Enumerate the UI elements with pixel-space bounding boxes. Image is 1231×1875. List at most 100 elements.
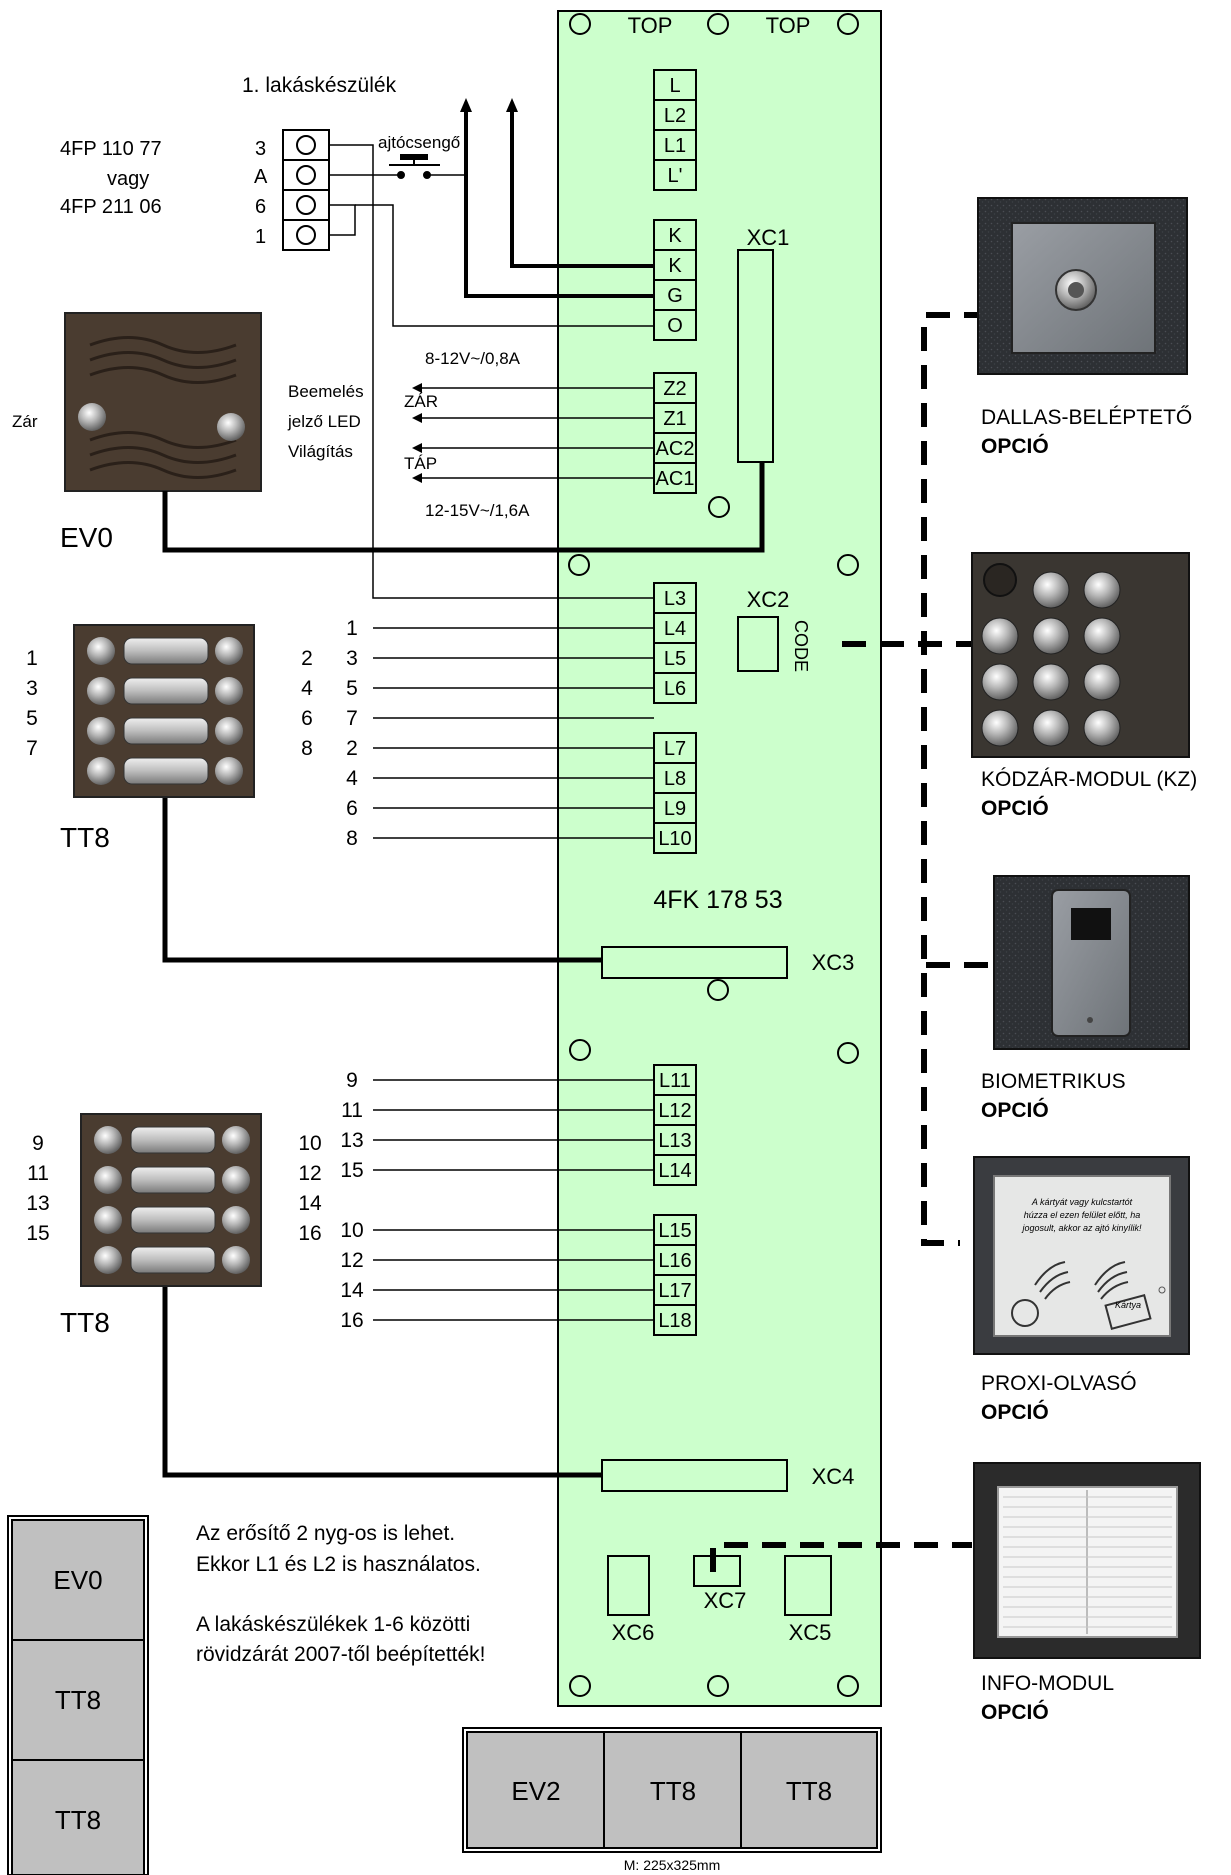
button-number-label: 2: [301, 647, 313, 670]
terminal-label: L16: [658, 1250, 691, 1272]
tt8-lower-panel: TT8: [60, 1113, 602, 1478]
xc7-label: XC7: [704, 1588, 747, 1613]
call-button-icon: [215, 717, 243, 745]
lock-side-label: Zár: [12, 412, 38, 431]
terminal-label: L1: [664, 135, 686, 157]
name-plate: [130, 1206, 216, 1234]
note-line: A lakáskészülékek 1-6 közötti: [196, 1613, 470, 1636]
wire-number-label: 16: [340, 1309, 363, 1332]
option-tag: OPCIÓ: [981, 1700, 1049, 1724]
wire-number-label: 13: [340, 1129, 363, 1152]
name-plate: [130, 1166, 216, 1194]
call-button-icon: [222, 1206, 250, 1234]
terminal-label: L7: [664, 738, 686, 760]
terminal-label: K: [668, 255, 682, 277]
button-number-label: 7: [26, 737, 38, 760]
terminal-cell: [653, 462, 697, 494]
fingerprint-sensor-icon: [1071, 908, 1111, 940]
keypad-key-icon: [1032, 617, 1070, 655]
button-number-label: 14: [298, 1192, 322, 1215]
apartment-pin-label: 1: [255, 226, 266, 248]
proxi-instruction: A kártyát vagy kulcstartót: [1031, 1197, 1133, 1207]
code-label: CODE: [791, 620, 811, 672]
top-label: TOP: [766, 13, 811, 38]
terminal-label: L5: [664, 648, 686, 670]
keypad-key-icon: [981, 617, 1019, 655]
led-icon: [94, 1166, 122, 1194]
ev0-cable: [162, 462, 765, 553]
xc5-label: XC5: [789, 1620, 832, 1645]
name-plate: [130, 1126, 216, 1154]
mounting-hole: [708, 496, 730, 518]
xc4-label: XC4: [812, 1464, 855, 1489]
keypad-key-icon: [1083, 709, 1121, 747]
terminal-label: L: [669, 75, 680, 97]
terminal-label: L': [668, 165, 683, 187]
keypad-key-icon: [1083, 571, 1121, 609]
wire-number-label: 5: [346, 677, 358, 700]
option-name: KÓDZÁR-MODUL (KZ): [981, 768, 1197, 791]
frame-cell-label: TT8: [55, 1685, 101, 1715]
lock-label: ZÁR: [404, 392, 438, 411]
wire-number-label: 12: [340, 1249, 363, 1272]
arrow-up-icon: [460, 98, 518, 112]
apartment-pin-label: A: [254, 166, 268, 188]
top-label: TOP: [628, 13, 673, 38]
terminal-blocks: LL2L1L'KKGOZ2Z1AC2AC1L3L4L5L6L7L8L9L10L1…: [653, 69, 697, 1336]
dimension-label: M: 225x325mm: [624, 1857, 720, 1873]
terminal-label: L12: [658, 1100, 691, 1122]
button-number-label: 8: [301, 737, 313, 760]
terminal-label: AC2: [656, 438, 695, 460]
note-line: Az erősítő 2 nyg-os is lehet.: [196, 1522, 455, 1545]
call-button-icon: [215, 677, 243, 705]
wire-number-label: 9: [346, 1069, 358, 1092]
mounting-hole: [569, 1039, 591, 1061]
terminal-label: L14: [658, 1160, 691, 1182]
led-icon: [94, 1246, 122, 1274]
frame-cell-label: EV0: [53, 1565, 102, 1595]
button-number-label: 13: [26, 1192, 49, 1215]
xc6-label: XC6: [612, 1620, 655, 1645]
name-plate: [123, 757, 209, 785]
apartment-terminal-strip: [282, 129, 330, 251]
terminal-label: L3: [664, 588, 686, 610]
lock-supply-label: 8-12V~/0,8A: [425, 349, 521, 368]
apartment-unit: 1. lakáskészülék 4FP 110 77 vagy 4FP 211…: [60, 74, 654, 599]
xc7-connector: [693, 1555, 741, 1587]
mounting-hole: [568, 554, 590, 576]
led-icon: [87, 717, 115, 745]
power-wires: [418, 387, 654, 479]
ev0-label: EV0: [60, 522, 113, 553]
terminal-label: L18: [658, 1310, 691, 1332]
wire-number-label: 10: [340, 1219, 363, 1242]
apartment-model-line: 4FP 211 06: [60, 196, 162, 218]
led-icon: [87, 677, 115, 705]
name-plate: [130, 1246, 216, 1274]
terminal-cell: [653, 1064, 697, 1096]
arrow-left-icon: [412, 383, 422, 483]
led-icon: [87, 637, 115, 665]
terminal-label: L11: [659, 1070, 691, 1092]
frame-cell-label: TT8: [650, 1776, 696, 1806]
dallas-module: DALLAS-BELÉPTETŐ OPCIÓ: [977, 197, 1192, 458]
ev0-image: [64, 312, 262, 492]
side-label: jelző LED: [287, 412, 361, 431]
mounting-hole: [707, 979, 729, 1001]
call-button-icon: [222, 1166, 250, 1194]
mounting-hole: [707, 13, 729, 35]
proxi-instruction: jogosult, akkor az ajtó kinyílik!: [1021, 1223, 1142, 1233]
tt8-lower-cable: [162, 1286, 602, 1478]
power-section: 8-12V~/0,8A ZÁR TÁP 12-15V~/1,6A Beemelé…: [287, 349, 654, 520]
option-bus: [710, 312, 988, 1572]
call-button-icon: [215, 757, 243, 785]
wire-number-label: 3: [346, 647, 358, 670]
button-number-label: 15: [26, 1222, 49, 1245]
option-tag: OPCIÓ: [981, 1098, 1049, 1122]
apartment-unit-title: 1. lakáskészülék: [242, 74, 397, 97]
led-icon: [87, 757, 115, 785]
wire-number-label: 11: [341, 1099, 363, 1122]
xc1-label: XC1: [747, 225, 790, 250]
wire-number-label: 6: [346, 797, 358, 820]
vertical-frame: EV0 TT8 TT8: [7, 1515, 149, 1875]
